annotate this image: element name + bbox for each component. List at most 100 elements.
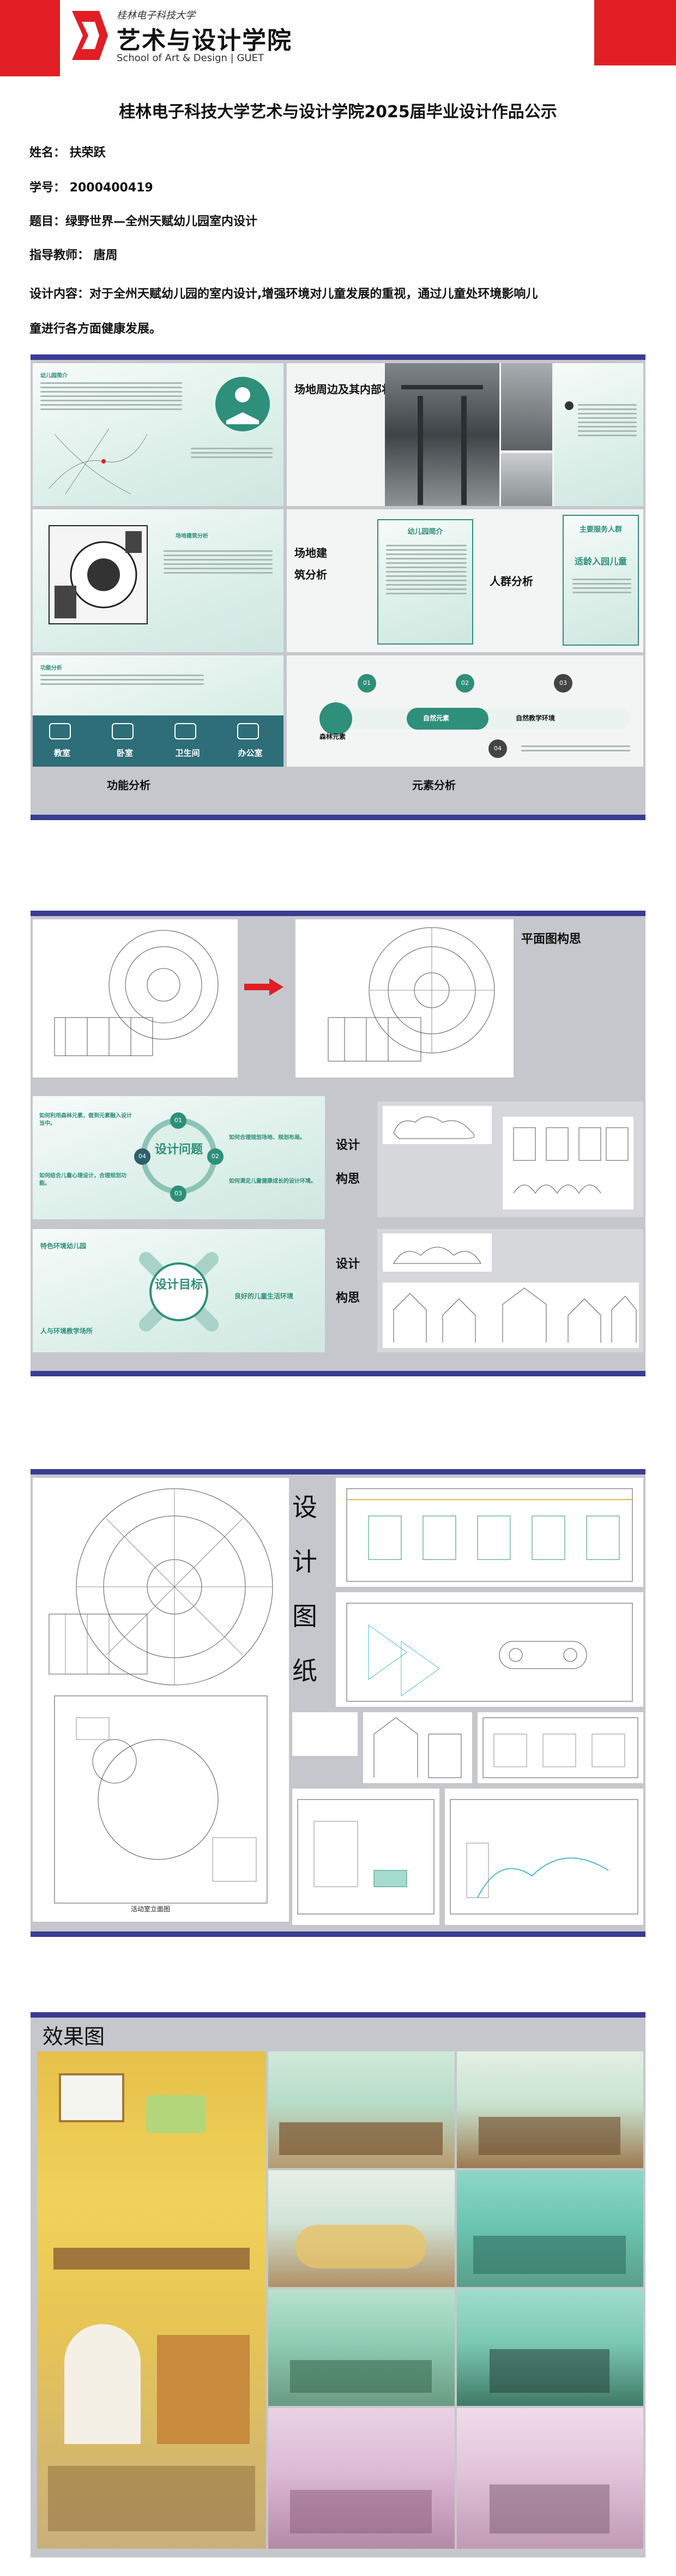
function-heading: 功能分析 (40, 665, 62, 671)
design-goal-card: 设计目标 特色环境幼儿园 人与环境教学场所 良好的儿童生活环境 (33, 1229, 325, 1352)
function-item-bedroom: 卧室 (116, 748, 133, 758)
element-circle-1 (319, 702, 352, 735)
problem-number-4: 04 (134, 1148, 150, 1165)
detail-b-lines (373, 1717, 462, 1778)
element-pill-nature (407, 708, 488, 730)
drawings-board: 活动室立面图 设 计 图 纸 (31, 1469, 645, 1937)
drawings-char-3: 图 (292, 1602, 317, 1631)
detail-drawing-b (363, 1712, 472, 1783)
board-top-bar (31, 911, 645, 916)
site-arch-lines (164, 547, 273, 576)
design-goal-title: 设计目标 (154, 1278, 203, 1292)
analysis-board: 幼儿园简介 场地周边及其内部状况 (31, 354, 645, 820)
header-red-strip (594, 0, 676, 65)
school-english-name: School of Art & Design | GUET (117, 52, 264, 64)
location-map-icon (49, 428, 148, 495)
problem-item-1: 如何利用森林元素，做到元素融入设计当中。 (39, 1113, 132, 1127)
site-building-title: 场地建筑分析 (294, 546, 327, 581)
site-plan-card: 场地建筑分析 (33, 509, 283, 652)
office-icon (237, 723, 259, 739)
design-concept-title: 设计构思 (336, 1139, 360, 1186)
design-concept-title-2: 设计构思 (336, 1257, 360, 1305)
board-bottom-bar (31, 1371, 645, 1376)
renderings-board: 效果图 (31, 2012, 645, 2557)
service-target-lines (572, 576, 631, 596)
element-nature: 自然元素 (423, 714, 450, 722)
intro-box-title: 幼儿园简介 (407, 528, 443, 536)
function-analysis-caption: 功能分析 (107, 779, 150, 792)
section-1-lines (297, 1799, 434, 1915)
drawings-char-4: 纸 (292, 1656, 317, 1686)
element-number-4: 04 (488, 739, 507, 758)
design-description-line2: 童进行各方面健康发展。 (29, 322, 162, 336)
building-crowd-card: 场地建筑分析 幼儿园简介 人群分析 主要服务人群 适龄入园儿童 (287, 509, 643, 652)
goal-item-2: 人与环境教学场所 (40, 1327, 93, 1335)
function-item-classroom: 教室 (53, 748, 70, 758)
element-forest: 森林元素 (319, 733, 346, 741)
element-teaching-env: 自然教学环境 (516, 714, 556, 722)
problem-number-2: 02 (207, 1148, 224, 1165)
section-drawing-1 (292, 1789, 439, 1925)
intro-heading: 幼儿园简介 (40, 373, 68, 379)
site-plan-drawing (49, 525, 148, 624)
design-problem-title: 设计问题 (154, 1143, 203, 1157)
drawings-char-2: 计 (292, 1547, 317, 1576)
design-description-line1: 设计内容：对于全州天赋幼儿园的室内设计,增强环境对儿童发展的重视，通过儿童处环境… (29, 287, 538, 301)
school-name: 艺术与设计学院 (117, 27, 292, 55)
elevation-caption: 活动室立面图 (131, 1905, 171, 1913)
kindergarten-intro-box: 幼儿园简介 (377, 519, 473, 645)
elevation-drawing-1 (336, 1478, 643, 1587)
function-strip: 教室 卧室 卫生间 办公室 (33, 715, 283, 767)
board-top-bar (31, 1469, 645, 1474)
restroom-icon (174, 723, 196, 739)
render-room-pink-2 (457, 2408, 643, 2549)
revised-plan-card (295, 919, 514, 1078)
page-header: 桂林电子科技大学 艺术与设计学院 School of Art & Design … (0, 0, 676, 82)
site-arch-heading: 场地建筑分析 (176, 533, 208, 539)
render-room-green-2 (457, 2051, 643, 2168)
arrow-right-icon (244, 978, 283, 996)
classroom-icon (49, 723, 71, 739)
element-number-3: 03 (554, 674, 572, 693)
goal-item-3: 良好的儿童生活环境 (234, 1292, 294, 1300)
concept-board: 平面图构思 设计问题 01 02 03 04 如何利用森林元素，做到元素融入设计… (31, 911, 645, 1376)
reading-child-icon (215, 377, 270, 431)
section-2-lines (450, 1799, 638, 1915)
render-room-teal-1 (457, 2170, 643, 2287)
intro-box-lines (386, 542, 467, 597)
service-target-sub: 适龄入园儿童 (574, 556, 627, 567)
drawings-title: 设 计 图 纸 (292, 1480, 317, 1698)
site-notes-card (554, 363, 643, 506)
site-condition-card: 场地周边及其内部状况 (287, 363, 643, 506)
effects-title: 效果图 (43, 2025, 105, 2049)
element-analysis-caption: 元素分析 (412, 779, 456, 792)
element-number-1: 01 (358, 674, 376, 693)
elevation-1-lines (346, 1488, 633, 1582)
board-bottom-bar (31, 1931, 645, 1937)
original-plan-card (33, 919, 238, 1078)
design-description: 设计内容：对于全州天赋幼儿园的室内设计,增强环境对儿童发展的重视，通过儿童处环境… (29, 277, 640, 347)
function-item-restroom: 卫生间 (175, 748, 200, 758)
elevation-2-lines (346, 1603, 633, 1702)
goal-item-1: 特色环境幼儿园 (40, 1242, 87, 1250)
detail-drawing-a (292, 1712, 358, 1756)
site-photo-2 (501, 363, 552, 450)
element-notes (521, 743, 630, 754)
render-room-green-3 (268, 2170, 455, 2287)
problem-number-3: 03 (170, 1185, 186, 1202)
problem-number-1: 01 (170, 1112, 186, 1129)
detail-drawing-c (478, 1712, 643, 1783)
section-drawing-2 (445, 1789, 643, 1925)
function-item-office: 办公室 (238, 748, 263, 758)
render-classroom-yellow (37, 2051, 266, 2549)
render-room-teal-3 (457, 2289, 643, 2406)
concept-sketch-area-2 (377, 1229, 643, 1352)
page-title: 桂林电子科技大学艺术与设计学院2025届毕业设计作品公示 (119, 103, 557, 122)
project-topic: 题目：绿野世界—全州天赋幼儿园室内设计 (29, 215, 258, 228)
floor-plan-drawing (49, 1488, 273, 1904)
cloud-sketch (383, 1106, 633, 1209)
revised-plan-drawing (328, 927, 495, 1062)
render-room-green-1 (268, 2051, 455, 2168)
intro-side-lines (191, 445, 273, 461)
render-room-pink-1 (268, 2408, 455, 2549)
